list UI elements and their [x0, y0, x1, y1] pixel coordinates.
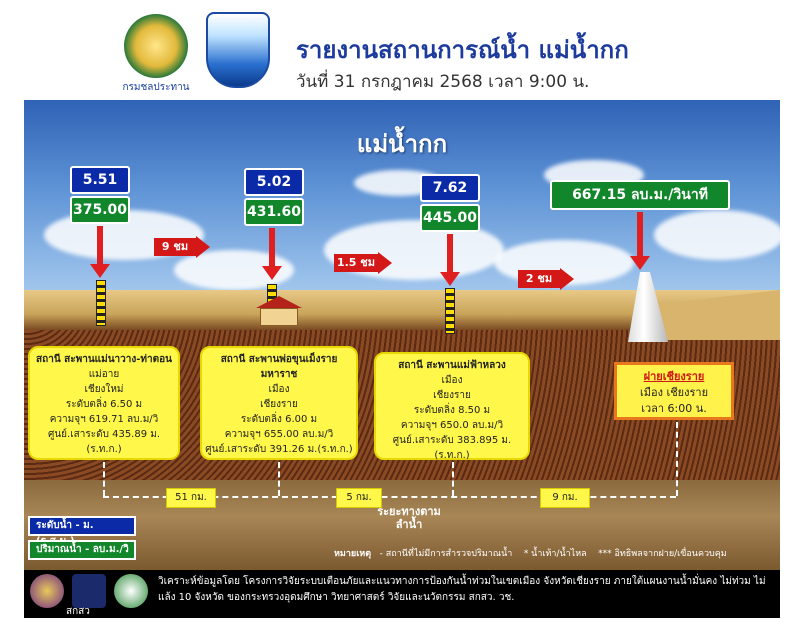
station3-province: เชียงราย — [433, 390, 471, 401]
station2-flow: 431.60 — [244, 198, 304, 226]
ministry-logo-icon — [30, 574, 64, 608]
station3-name: สถานี สะพานแม่ฟ้าหลวง — [398, 360, 506, 371]
water-resources-logo-icon — [206, 12, 270, 88]
nrct-logo-icon — [114, 574, 148, 608]
station2-capacity: ความจุฯ 655.00 ลบ.ม/วิ — [224, 429, 334, 440]
station1-flow: 375.00 — [70, 196, 130, 224]
station1-capacity: ความจุฯ 619.71 ลบ.ม/วิ — [49, 414, 159, 425]
report-date: วันที่ 31 กรกฎาคม 2568 เวลา 9:00 น. — [296, 72, 590, 92]
distance-dash — [676, 422, 678, 496]
office-time: เวลา 6:00 น. — [641, 402, 707, 415]
distance-1: 51 กม. — [166, 488, 216, 508]
station2-province: เชียงราย — [260, 399, 298, 410]
royal-irrigation-logo-icon — [124, 14, 188, 78]
distance-label-text: ระยะทางตาม ลำน้ำ — [377, 505, 441, 531]
notes-item2: * น้ำเท้า/น้ำไหล — [523, 549, 587, 559]
station1-card: สถานี สะพานแม่นาวาง-ท่าตอน แม่อาย เชียงใ… — [28, 346, 180, 460]
arrow-right-icon — [196, 236, 210, 258]
travel-time-1: 9 ชม — [154, 238, 196, 256]
header: กรมชลประทาน รายงานสถานการณ์น้ำ แม่น้ำกก … — [0, 0, 800, 98]
legend-level: ระดับน้ำ - ม. (ร.ส.ม.) — [28, 516, 136, 547]
station1-level: 5.51 — [70, 166, 130, 194]
travel-time-2: 1.5 ชม — [334, 254, 378, 272]
station1-bank-level: ระดับตลิ่ง 6.50 ม — [65, 399, 143, 410]
station1-datum: ศูนย์.เสาระดับ 435.89 ม.(ร.ท.ก.) — [47, 429, 161, 455]
distance-dash — [278, 462, 280, 496]
station3-gauge-icon — [445, 288, 455, 334]
office-title: ฝายเชียงราย — [643, 370, 705, 383]
travel-time-3: 2 ชม — [518, 270, 560, 288]
footer-credit: วิเคราะห์ข้อมูลโดย โครงการวิจัยระบบเตือน… — [158, 576, 766, 603]
office-location: เมือง เชียงราย — [639, 386, 709, 399]
travel-time-arrow-2: 1.5 ชม — [334, 252, 392, 274]
notes: หมายเหตุ - สถานีที่ไม่มีการสำรวจปริมาณน้… — [334, 546, 780, 560]
station3-card: สถานี สะพานแม่ฟ้าหลวง เมือง เชียงราย ระด… — [374, 352, 530, 461]
station1-district: แม่อาย — [88, 369, 120, 380]
distance-3: 9 กม. — [540, 488, 590, 508]
weir-office-card: ฝายเชียงราย เมือง เชียงราย เวลา 6:00 น. — [614, 362, 734, 420]
river-scene: แม่น้ำกก 5.51 375.00 5.02 431.60 7.62 44… — [24, 100, 780, 570]
tsri-logo-icon — [72, 574, 106, 608]
station3-flow: 445.00 — [420, 204, 480, 232]
distance-dash — [103, 496, 676, 498]
footer: สกสว วิเคราะห์ข้อมูลโดย โครงการวิจัยระบบ… — [24, 570, 780, 618]
station2-name: สถานี สะพานพ่อขุนเม็งรายมหาราช — [220, 354, 338, 380]
cloud — [654, 210, 780, 260]
distance-dash — [103, 462, 105, 496]
river-bed — [24, 480, 780, 570]
arrow-right-icon — [560, 268, 574, 290]
travel-time-arrow-3: 2 ชม — [518, 268, 574, 290]
notes-item1: - สถานีที่ไม่มีการสำรวจปริมาณน้ำ — [379, 549, 513, 559]
station1-province: เชียงใหม่ — [84, 384, 124, 395]
weir-discharge: 667.15 ลบ.ม./วินาที — [550, 180, 730, 210]
footer-logos: สกสว — [30, 572, 152, 617]
distance-dash — [452, 462, 454, 496]
station2-datum: ศูนย์.เสาระดับ 391.26 ม.(ร.ท.ก.) — [205, 444, 353, 455]
station2-card: สถานี สะพานพ่อขุนเม็งรายมหาราช เมือง เชี… — [200, 346, 358, 460]
arrow-right-icon — [378, 252, 392, 274]
river-name: แม่น้ำกก — [356, 130, 448, 158]
legend-flow: ปริมาณน้ำ - ลบ.ม./วิ — [28, 540, 136, 560]
station1-gauge-icon — [96, 280, 106, 326]
station3-capacity: ความจุฯ 650.0 ลบ.ม/วิ — [400, 420, 504, 431]
station3-district: เมือง — [441, 375, 463, 386]
tsri-logo-label: สกสว — [66, 606, 90, 617]
station-house-icon — [256, 296, 302, 326]
logo-caption: กรมชลประทาน — [122, 82, 190, 93]
notes-title: หมายเหตุ — [334, 549, 372, 559]
station1-name: สถานี สะพานแม่นาวาง-ท่าตอน — [36, 354, 172, 365]
travel-time-arrow-1: 9 ชม — [154, 236, 210, 258]
page-title: รายงานสถานการณ์น้ำ แม่น้ำกก — [296, 36, 629, 64]
station3-datum: ศูนย์.เสาระดับ 383.895 ม.(ร.ท.ก.) — [392, 435, 512, 461]
station3-bank-level: ระดับตลิ่ง 8.50 ม — [413, 405, 491, 416]
station2-level: 5.02 — [244, 168, 304, 196]
notes-item3: *** อิทธิพลจากฝาย/เขื่อนควบคุม — [598, 549, 727, 559]
distance-label: ระยะทางตาม ลำน้ำ — [364, 505, 454, 531]
station2-district: เมือง — [268, 384, 290, 395]
station2-bank-level: ระดับตลิ่ง 6.00 ม — [240, 414, 318, 425]
station3-level: 7.62 — [420, 174, 480, 202]
distance-2: 5 กม. — [336, 488, 382, 508]
